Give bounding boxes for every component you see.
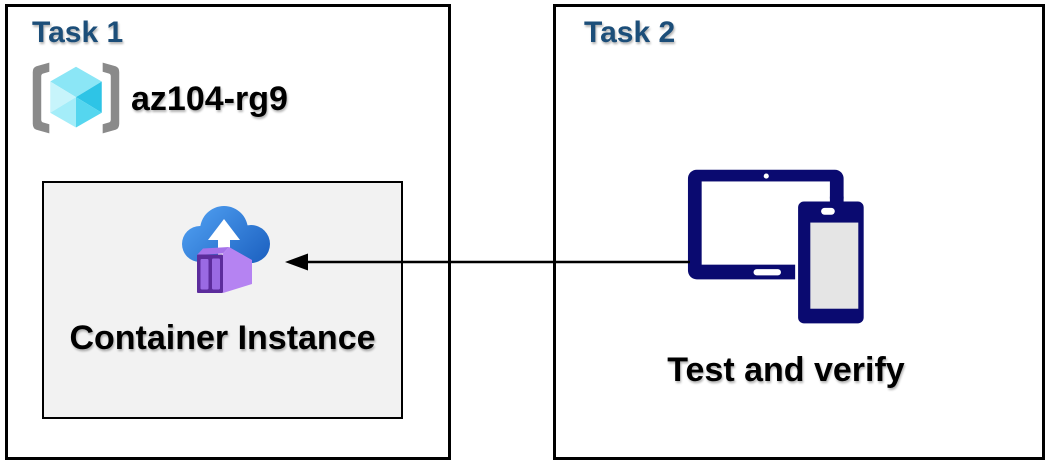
- upload-arrow-icon: [208, 219, 240, 259]
- phone-icon: [795, 196, 867, 327]
- container-instance-box: Container Instance: [42, 181, 403, 419]
- task2-caption: Test and verify: [667, 351, 905, 389]
- container-shape: [197, 247, 252, 293]
- cube-right-upper-face: [76, 81, 102, 113]
- resource-group-icon: [32, 62, 120, 134]
- bracket-right: [102, 62, 120, 134]
- task1-title: Task 1: [32, 16, 124, 49]
- cube-top-face: [50, 66, 102, 98]
- cube-right-lower-face: [76, 97, 102, 128]
- bracket-left: [32, 62, 50, 134]
- container-instances-icon: [182, 206, 270, 293]
- tablet-home-button: [753, 269, 781, 276]
- tablet-camera-dot: [763, 173, 769, 179]
- phone-screen: [810, 222, 859, 309]
- cube-left-lower-face: [50, 97, 76, 128]
- task2-box: Task 2 Test and verify: [553, 4, 1045, 460]
- cube-left-upper-face: [50, 81, 76, 113]
- phone-speaker: [821, 207, 835, 215]
- task2-title: Task 2: [584, 16, 676, 49]
- devices-icon: [687, 169, 867, 327]
- task1-box: Task 1 az104-rg9: [5, 4, 451, 460]
- resource-group-name: az104-rg9: [131, 80, 288, 118]
- container-instance-label: Container Instance: [69, 319, 376, 357]
